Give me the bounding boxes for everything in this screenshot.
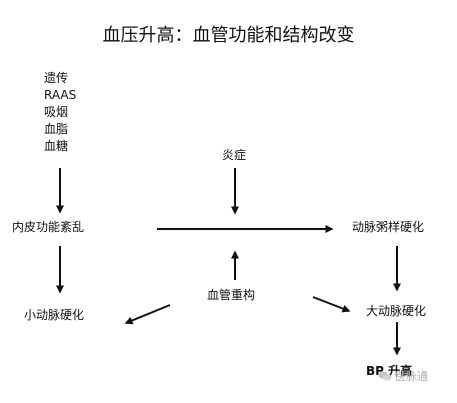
- watermark: 医脉通: [378, 368, 428, 384]
- node-large-artery-sclerosis: 大动脉硬化: [366, 304, 427, 318]
- risk-factor-raas: RAAS: [44, 88, 77, 102]
- bp-rise-text: 升高: [388, 364, 413, 378]
- node-vascular-remodeling: 血管重构: [207, 288, 256, 302]
- arrow-remodeling-to-large-artery: [312, 296, 351, 313]
- node-endothelial-dysfunction: 内皮功能紊乱: [12, 220, 85, 234]
- node-small-artery-sclerosis: 小动脉硬化: [24, 308, 85, 322]
- arrow-remodeling-to-small-artery: [124, 304, 171, 325]
- node-atherosclerosis: 动脉粥样硬化: [352, 220, 425, 234]
- watermark-text: 医脉通: [395, 370, 428, 383]
- risk-factor-lipids: 血脂: [44, 122, 69, 136]
- diagram-title: 血压升高：血管功能和结构改变: [102, 25, 355, 46]
- risk-factor-smoking: 吸烟: [44, 105, 69, 119]
- risk-factor-genetics: 遗传: [44, 71, 69, 85]
- chat-bubble-icon: [378, 371, 392, 381]
- risk-factors-list: 遗传 RAAS 吸烟 血脂 血糖: [44, 70, 76, 155]
- risk-factor-glucose: 血糖: [44, 139, 69, 153]
- node-inflammation: 炎症: [222, 148, 247, 162]
